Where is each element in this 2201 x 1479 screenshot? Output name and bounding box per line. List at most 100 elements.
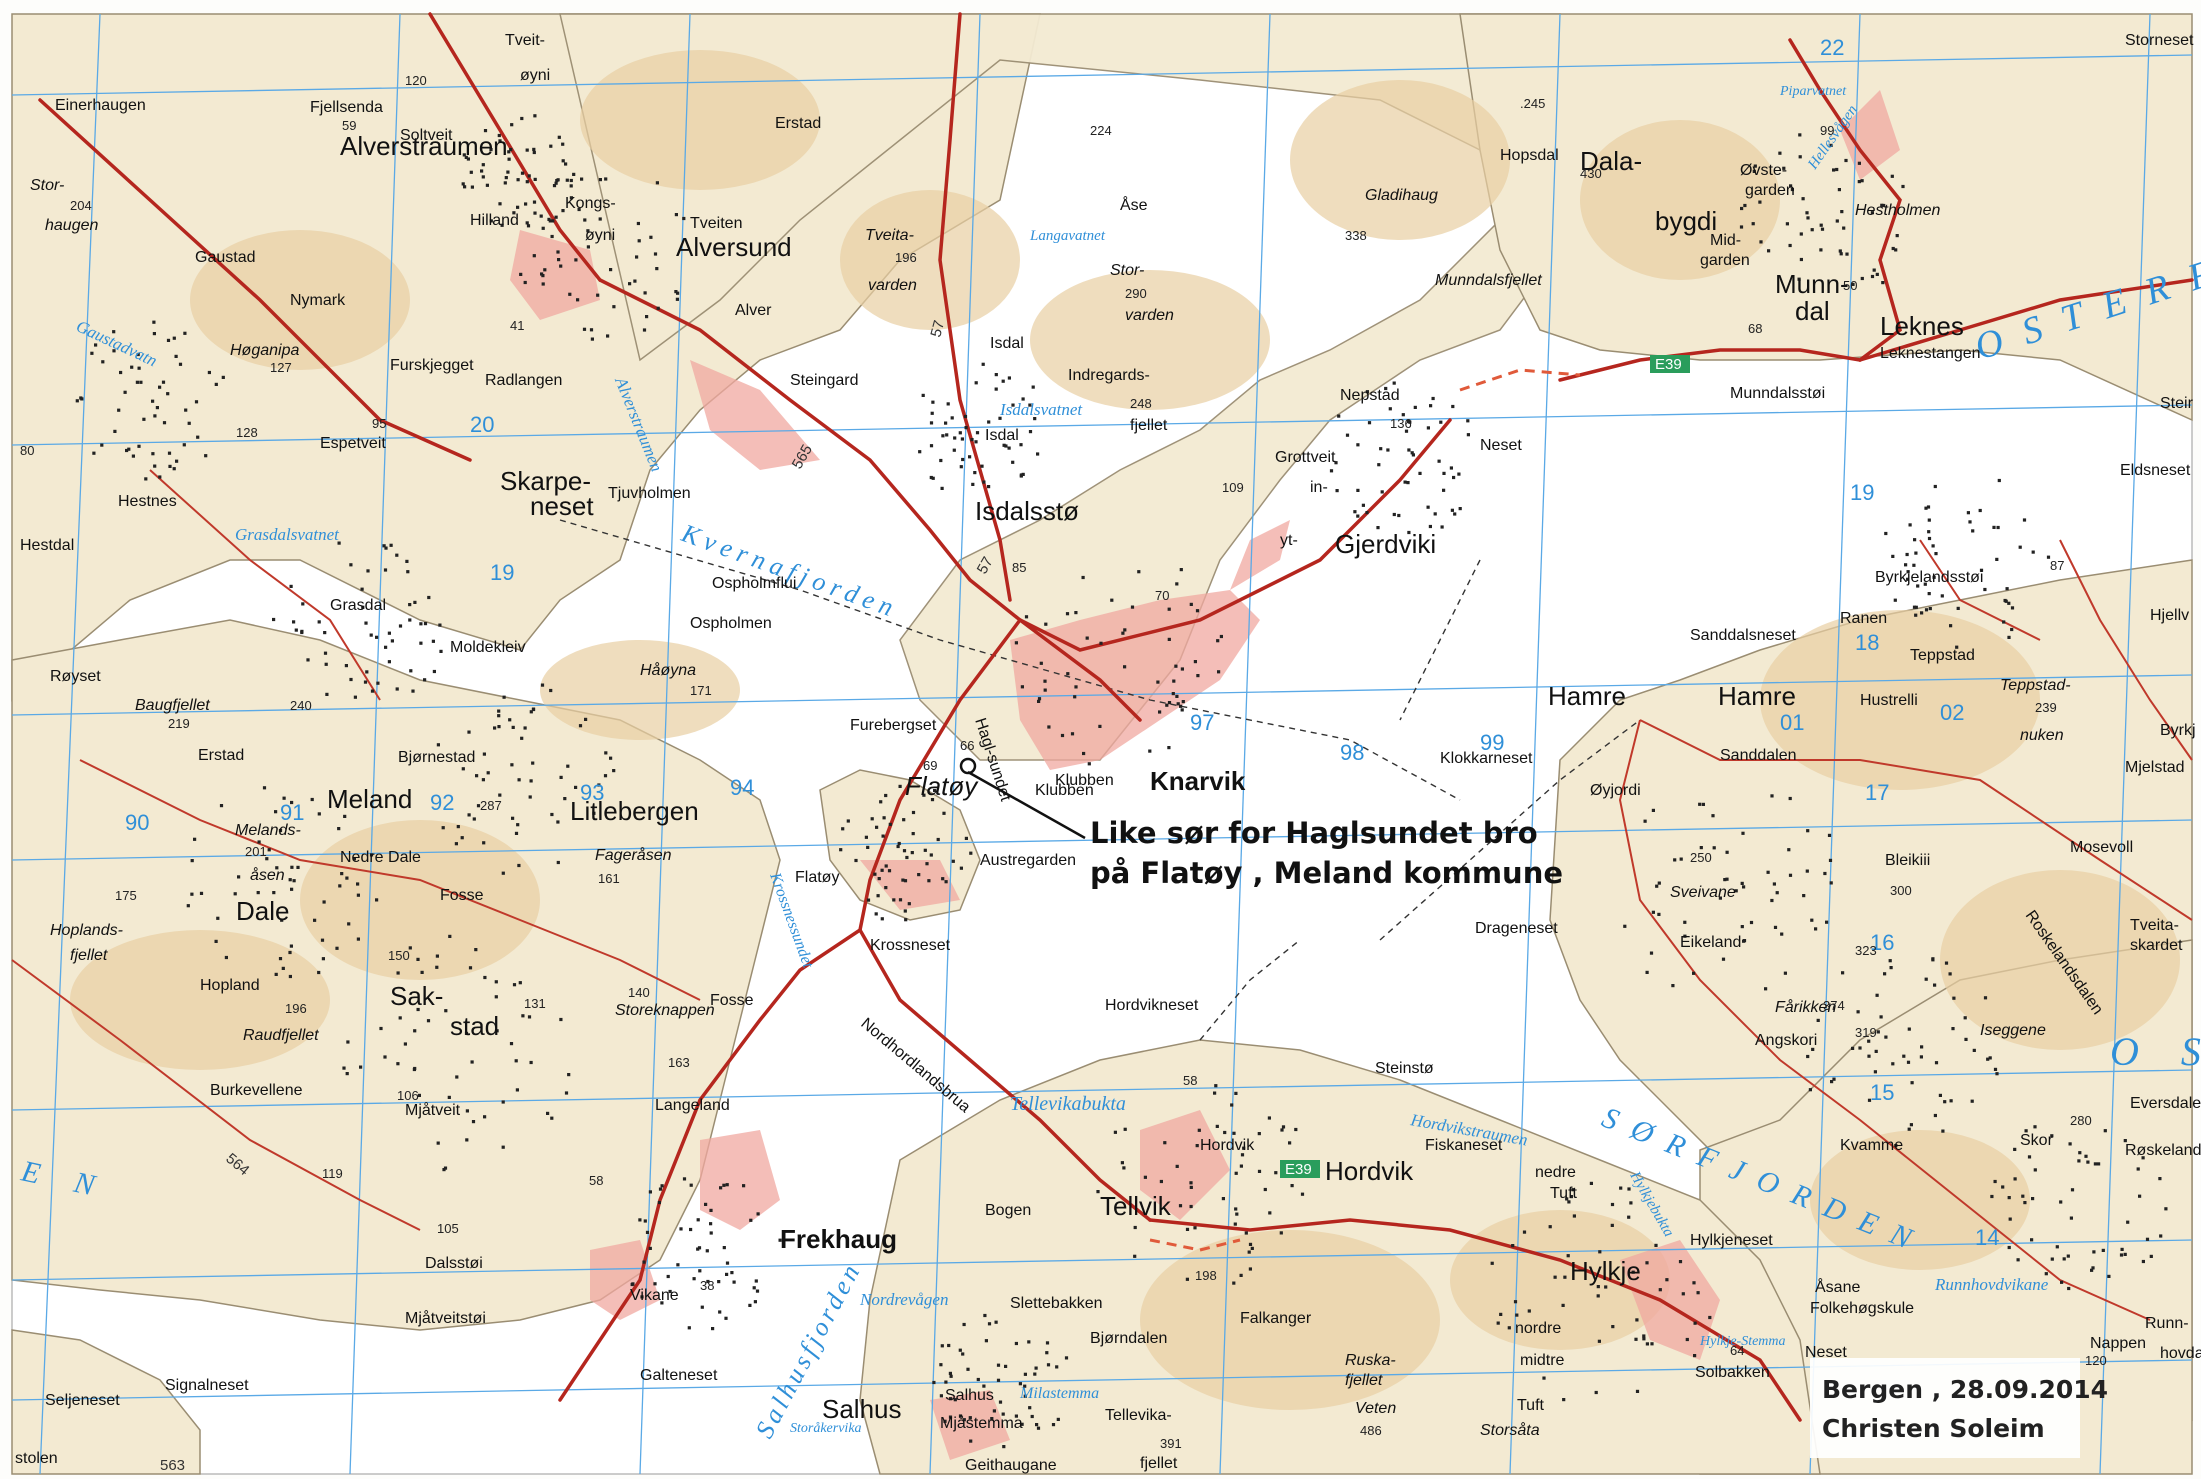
height-h430: 430 <box>1580 166 1602 181</box>
building-dot <box>1388 407 1392 411</box>
grid-94: 94 <box>730 775 754 800</box>
building-dot <box>1789 184 1793 188</box>
building-dot <box>1031 385 1035 389</box>
building-dot <box>1940 594 1944 598</box>
building-dot <box>1712 846 1716 850</box>
building-dot <box>80 397 84 401</box>
building-dot <box>567 1073 571 1077</box>
building-dot <box>1175 1164 1179 1168</box>
building-dot <box>1442 471 1446 475</box>
building-dot <box>1882 203 1886 208</box>
building-dot <box>301 602 305 606</box>
building-dot <box>1845 252 1849 256</box>
building-dot <box>753 1300 757 1304</box>
building-dot <box>1983 996 1988 1000</box>
building-dot <box>398 1016 402 1020</box>
place-garden2: garden <box>1700 252 1750 269</box>
building-dot <box>1561 1303 1565 1307</box>
place-tuft: Tuft <box>1550 1185 1578 1202</box>
building-dot <box>1931 957 1935 961</box>
place-isdal: Isdal <box>990 335 1024 352</box>
building-dot <box>1180 708 1184 712</box>
building-dot <box>1004 444 1008 448</box>
building-dot <box>338 884 342 888</box>
building-dot <box>660 1184 664 1188</box>
building-dot <box>504 176 508 180</box>
place-frekhaug: Frekhaug <box>780 1224 897 1254</box>
height-h128: 128 <box>236 425 258 440</box>
building-dot <box>564 1091 569 1095</box>
building-dot <box>387 660 391 664</box>
place-dalsstoi: Dalsstøi <box>425 1255 483 1272</box>
building-dot <box>184 408 188 412</box>
building-dot <box>1806 829 1810 833</box>
building-dot <box>1056 1417 1060 1421</box>
building-dot <box>455 1075 459 1079</box>
building-dot <box>112 330 116 334</box>
building-dot <box>1914 605 1918 609</box>
building-dot <box>1377 463 1381 467</box>
building-dot <box>356 937 360 941</box>
building-dot <box>2159 1234 2163 1238</box>
building-dot <box>1263 1187 1267 1192</box>
building-dot <box>113 429 117 433</box>
building-dot <box>288 950 292 955</box>
building-dot <box>1857 161 1861 165</box>
place-roskeland: Røskeland <box>2125 1142 2201 1159</box>
building-dot <box>289 944 293 948</box>
building-dot <box>1431 396 1435 401</box>
building-dot <box>533 177 537 181</box>
building-dot <box>2022 518 2027 522</box>
height-h105: 105 <box>437 1221 459 1236</box>
building-dot <box>1167 607 1171 611</box>
building-dot <box>559 1017 563 1022</box>
place-hogenipa: Høganipa <box>230 342 299 359</box>
building-dot <box>980 464 984 468</box>
building-dot <box>182 443 186 447</box>
building-dot <box>325 692 329 696</box>
building-dot <box>408 946 412 950</box>
place-baugfjellet: Baugfjellet <box>135 697 210 714</box>
building-dot <box>172 467 176 471</box>
building-dot <box>317 812 321 816</box>
building-dot <box>1734 889 1738 893</box>
building-dot <box>1828 858 1833 862</box>
building-dot <box>975 431 980 435</box>
building-dot <box>1785 222 1789 226</box>
building-dot <box>514 831 519 835</box>
building-dot <box>1426 505 1430 509</box>
place-alverstraumen: Alverstraumen <box>340 131 508 161</box>
place-byrkj: Byrkj <box>2160 722 2196 739</box>
place-teppstad-nuken1: Teppstad- <box>2000 677 2071 694</box>
building-dot <box>1788 873 1793 877</box>
place-furskjegget: Furskjegget <box>390 357 474 374</box>
building-dot <box>854 858 858 863</box>
building-dot <box>172 336 176 340</box>
building-dot <box>1007 376 1011 380</box>
place-ruska1: Ruska- <box>1345 1352 1396 1369</box>
water-tellevikabukta: Tellevikabukta <box>1010 1093 1126 1115</box>
building-dot <box>1696 1291 1700 1295</box>
building-dot <box>1972 1048 1976 1052</box>
building-dot <box>1466 433 1470 437</box>
building-dot <box>1437 459 1441 463</box>
place-eikeland: Eikeland <box>1680 934 1741 951</box>
building-dot <box>541 274 545 278</box>
building-dot <box>280 918 284 922</box>
building-dot <box>994 387 998 391</box>
building-dot <box>1838 249 1842 253</box>
building-dot <box>1891 246 1895 251</box>
building-dot <box>1927 530 1931 534</box>
building-dot <box>697 1246 702 1250</box>
building-dot <box>961 457 965 462</box>
place-grottveit: Grottveit <box>1275 449 1336 466</box>
building-dot <box>190 859 194 863</box>
building-dot <box>508 718 512 722</box>
building-dot <box>586 245 590 249</box>
building-dot <box>1651 910 1655 914</box>
building-dot <box>359 1065 363 1069</box>
urban-areas <box>510 90 1900 1460</box>
place-nepstad: Nepstad <box>1340 387 1400 404</box>
place-nymark: Nymark <box>290 292 346 309</box>
grid-01: 01 <box>1780 710 1804 735</box>
